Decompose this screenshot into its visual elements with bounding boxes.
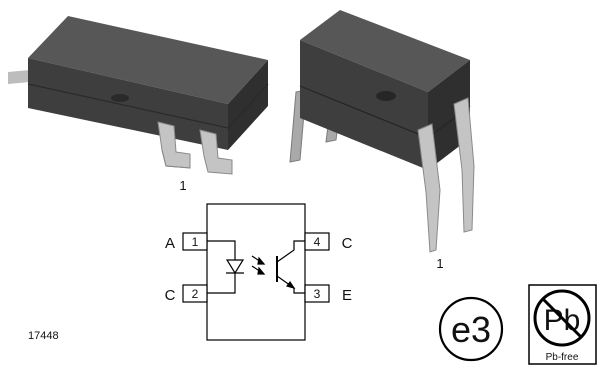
dip-lead-2 bbox=[453, 97, 475, 233]
dip-pin1-label: 1 bbox=[436, 256, 443, 271]
smd-body-top bbox=[28, 16, 268, 104]
pin-signal-anode: A bbox=[165, 235, 175, 252]
smd-parting-line bbox=[27, 83, 269, 129]
e3-badge: e3 bbox=[438, 296, 504, 362]
smd-body-side bbox=[228, 60, 268, 150]
prohibition-slash bbox=[540, 296, 584, 340]
pin-signal-cathode: C bbox=[165, 287, 176, 304]
smd-pin1-label: 1 bbox=[179, 178, 186, 193]
pin-signal-emitter: E bbox=[342, 287, 352, 304]
dip-body-front bbox=[300, 40, 428, 170]
schematic-outline bbox=[206, 203, 306, 341]
schematic-symbol: 1 2 4 3 A C C E bbox=[165, 203, 353, 341]
pb-free-caption: Pb-free bbox=[546, 352, 579, 363]
pin-number-1: 1 bbox=[192, 235, 199, 249]
pb-free-badge: Pb Pb-free bbox=[528, 284, 597, 365]
pin-number-3: 3 bbox=[314, 287, 321, 301]
smd-lead-2 bbox=[199, 129, 233, 175]
dip-body-top bbox=[300, 10, 470, 92]
pin-number-2: 2 bbox=[192, 287, 199, 301]
phototransistor-icon bbox=[276, 240, 305, 294]
smd-body-front bbox=[28, 58, 228, 150]
dip-lead-1 bbox=[417, 123, 441, 253]
pin-signal-collector: C bbox=[342, 235, 353, 252]
light-emission-arrows bbox=[251, 255, 266, 275]
dip-pin1-notch bbox=[376, 91, 396, 101]
dip-package: 1 bbox=[289, 10, 475, 271]
smd-left-stub-lead bbox=[8, 70, 30, 84]
led-diode-icon bbox=[225, 259, 245, 275]
e3-text: e3 bbox=[451, 309, 491, 350]
smd-pin1-notch bbox=[111, 94, 129, 102]
smd-package: 1 bbox=[8, 16, 269, 193]
pin-number-4: 4 bbox=[314, 235, 321, 249]
figure-code: 17448 bbox=[28, 330, 59, 342]
